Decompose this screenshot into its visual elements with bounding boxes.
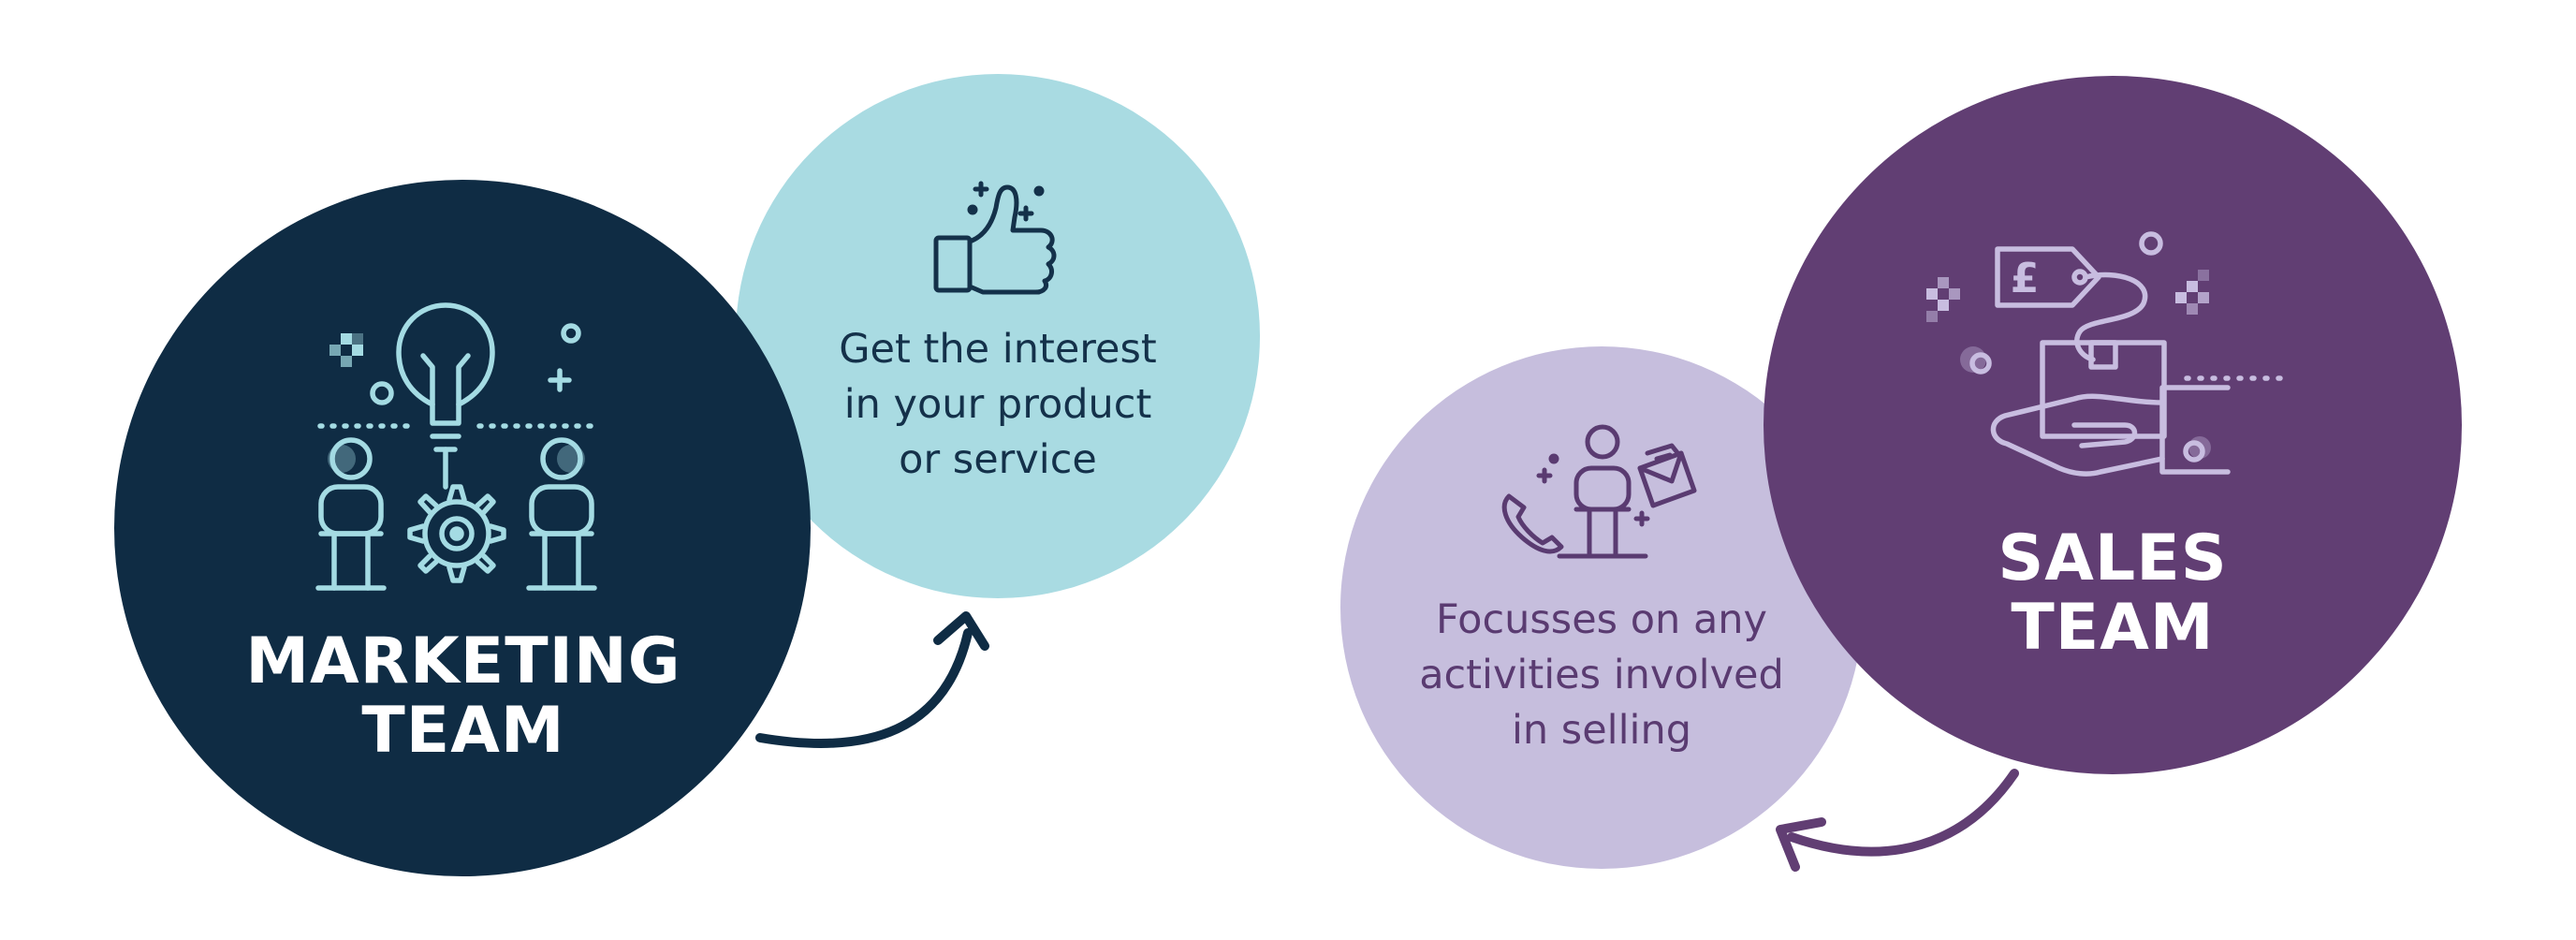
price-symbol: £: [2011, 255, 2040, 302]
interest-description: Get the interest in your product or serv…: [764, 322, 1232, 488]
marketing-team-circle: [114, 180, 811, 876]
team-lightbulb-gear-icon: [315, 302, 602, 591]
hand-box-price-tag-icon: [1969, 231, 2287, 477]
flow-arrow-sales-to-selling: [1776, 769, 2019, 872]
interest-line2: in your product: [843, 381, 1152, 428]
marketing-title-line1: MARKETING: [245, 624, 681, 698]
thumbs-up-icon: [933, 181, 1057, 295]
interest-line1: Get the interest: [839, 326, 1157, 373]
interest-circle: [736, 74, 1260, 598]
sales-title-line2: TEAM: [2011, 591, 2215, 665]
sales-title-line1: SALES: [1998, 521, 2228, 595]
sparkle-pixels-sales: [1926, 270, 2211, 459]
sparkle-pixels: [328, 333, 585, 473]
sales-team-title: SALES TEAM: [1925, 524, 2300, 663]
marketing-team-title: MARKETING TEAM: [183, 627, 744, 766]
selling-line1: Focusses on any: [1435, 596, 1767, 643]
marketing-title-line2: TEAM: [361, 694, 565, 768]
selling-description: Focusses on any activities involved in s…: [1354, 593, 1850, 758]
selling-line3: in selling: [1511, 707, 1692, 754]
person-phone-mail-icon: [1501, 424, 1697, 559]
interest-line3: or service: [899, 436, 1097, 483]
flow-arrow-marketing-to-interest: [755, 611, 989, 748]
selling-line2: activities involved: [1419, 652, 1784, 698]
